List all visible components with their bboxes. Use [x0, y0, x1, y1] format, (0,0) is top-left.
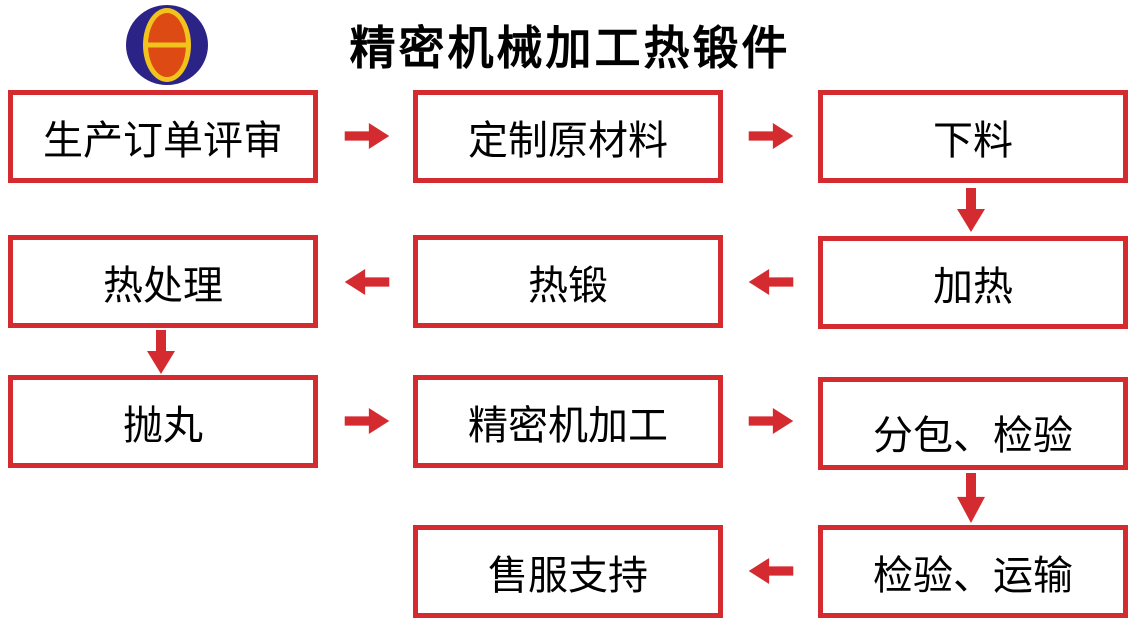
arrow-right-icon	[748, 123, 794, 149]
node-production-order-review: 生产订单评审	[8, 90, 318, 183]
arrow-right-icon	[344, 123, 390, 149]
arrow-down-icon	[957, 473, 985, 523]
arrow-left-icon	[748, 269, 794, 295]
arrow-right-icon	[748, 408, 794, 434]
page-title: 精密机械加工热锻件	[349, 22, 791, 74]
node-heat-treatment: 热处理	[8, 235, 318, 328]
company-logo-icon	[126, 5, 208, 85]
arrow-down-icon	[147, 330, 175, 374]
node-shot-blasting: 抛丸	[8, 375, 318, 468]
node-inspection-transport: 检验、运输	[818, 525, 1128, 618]
node-blanking: 下料	[818, 90, 1128, 183]
arrow-left-icon	[344, 269, 390, 295]
arrow-right-icon	[344, 408, 390, 434]
node-after-sales-support: 售服支持	[413, 525, 723, 618]
node-heating: 加热	[818, 236, 1128, 329]
arrow-left-icon	[748, 558, 794, 584]
node-custom-raw-material: 定制原材料	[413, 90, 723, 183]
arrow-down-icon	[957, 188, 985, 232]
node-precision-machining: 精密机加工	[413, 375, 723, 468]
node-subcontract-inspection: 分包、检验	[818, 377, 1128, 470]
node-hot-forging: 热锻	[413, 235, 723, 328]
